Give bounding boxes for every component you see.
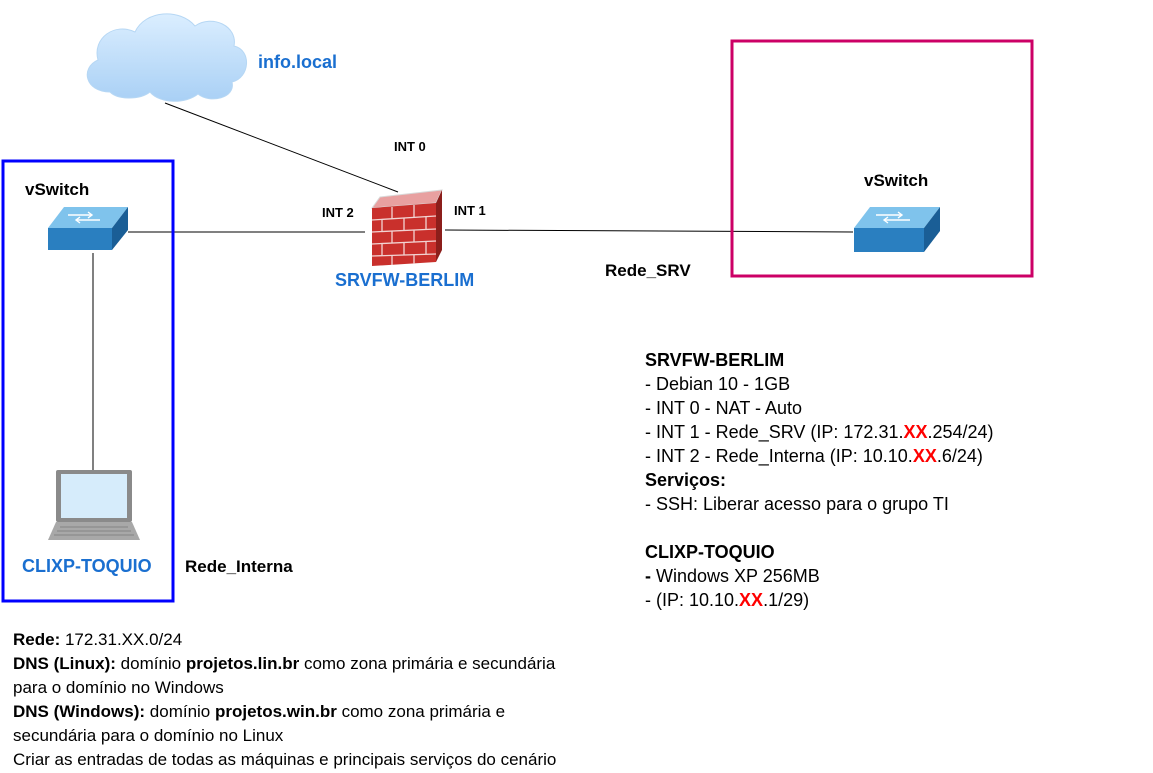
firewall-icon: [370, 189, 443, 266]
int1-label: INT 1: [454, 203, 486, 218]
notes-final: Criar as entradas de todas as máquinas e…: [13, 750, 557, 769]
notes-rede: Rede: 172.31.XX.0/24: [13, 630, 183, 649]
server-services-title: Serviços:: [645, 470, 727, 490]
right-switch-label: vSwitch: [864, 171, 929, 190]
client-info-ip: - (IP: 10.10.XX.1/29): [645, 590, 810, 610]
internal-network-label: Rede_Interna: [185, 557, 293, 576]
server-network-box: [730, 39, 1034, 278]
int2-label: INT 2: [322, 205, 354, 220]
server-info-int0: - INT 0 - NAT - Auto: [645, 398, 803, 418]
server-info-os: - Debian 10 - 1GB: [645, 374, 791, 394]
internal-network-box: [1, 159, 175, 603]
server-network-label: Rede_SRV: [605, 261, 691, 280]
left-switch-label: vSwitch: [25, 180, 90, 199]
notes-dns-linux-cont: para o domínio no Windows: [13, 678, 224, 697]
client-info-block: CLIXP-TOQUIO - Windows XP 256MB - (IP: 1…: [645, 540, 820, 612]
notes-block: Rede: 172.31.XX.0/24 DNS (Linux): domíni…: [13, 628, 556, 772]
cloud-firewall-link: [164, 102, 399, 193]
server-info-title: SRVFW-BERLIM: [645, 350, 785, 370]
notes-dns-windows-cont: secundária para o domínio no Linux: [13, 726, 284, 745]
cloud-label: info.local: [258, 52, 338, 72]
left-switch-icon: [48, 207, 128, 250]
cloud-icon: [86, 13, 247, 102]
laptop-icon: [48, 470, 140, 540]
laptop-name: CLIXP-TOQUIO: [22, 556, 152, 576]
int0-label: INT 0: [394, 139, 426, 154]
right-switch-icon: [854, 207, 940, 252]
firewall-right-switch-link: [444, 229, 854, 233]
server-info-int1: - INT 1 - Rede_SRV (IP: 172.31.XX.254/24…: [645, 422, 994, 442]
client-info-os: - Windows XP 256MB: [645, 566, 820, 586]
server-services-ssh: - SSH: Liberar acesso para o grupo TI: [645, 494, 949, 514]
notes-dns-windows: DNS (Windows): domínio projetos.win.br c…: [13, 702, 506, 721]
server-info-block: SRVFW-BERLIM - Debian 10 - 1GB - INT 0 -…: [645, 348, 994, 516]
firewall-name: SRVFW-BERLIM: [335, 270, 475, 290]
notes-dns-linux: DNS (Linux): domínio projetos.lin.br com…: [13, 654, 556, 673]
server-info-int2: - INT 2 - Rede_Interna (IP: 10.10.XX.6/2…: [645, 446, 983, 466]
client-info-title: CLIXP-TOQUIO: [645, 542, 775, 562]
